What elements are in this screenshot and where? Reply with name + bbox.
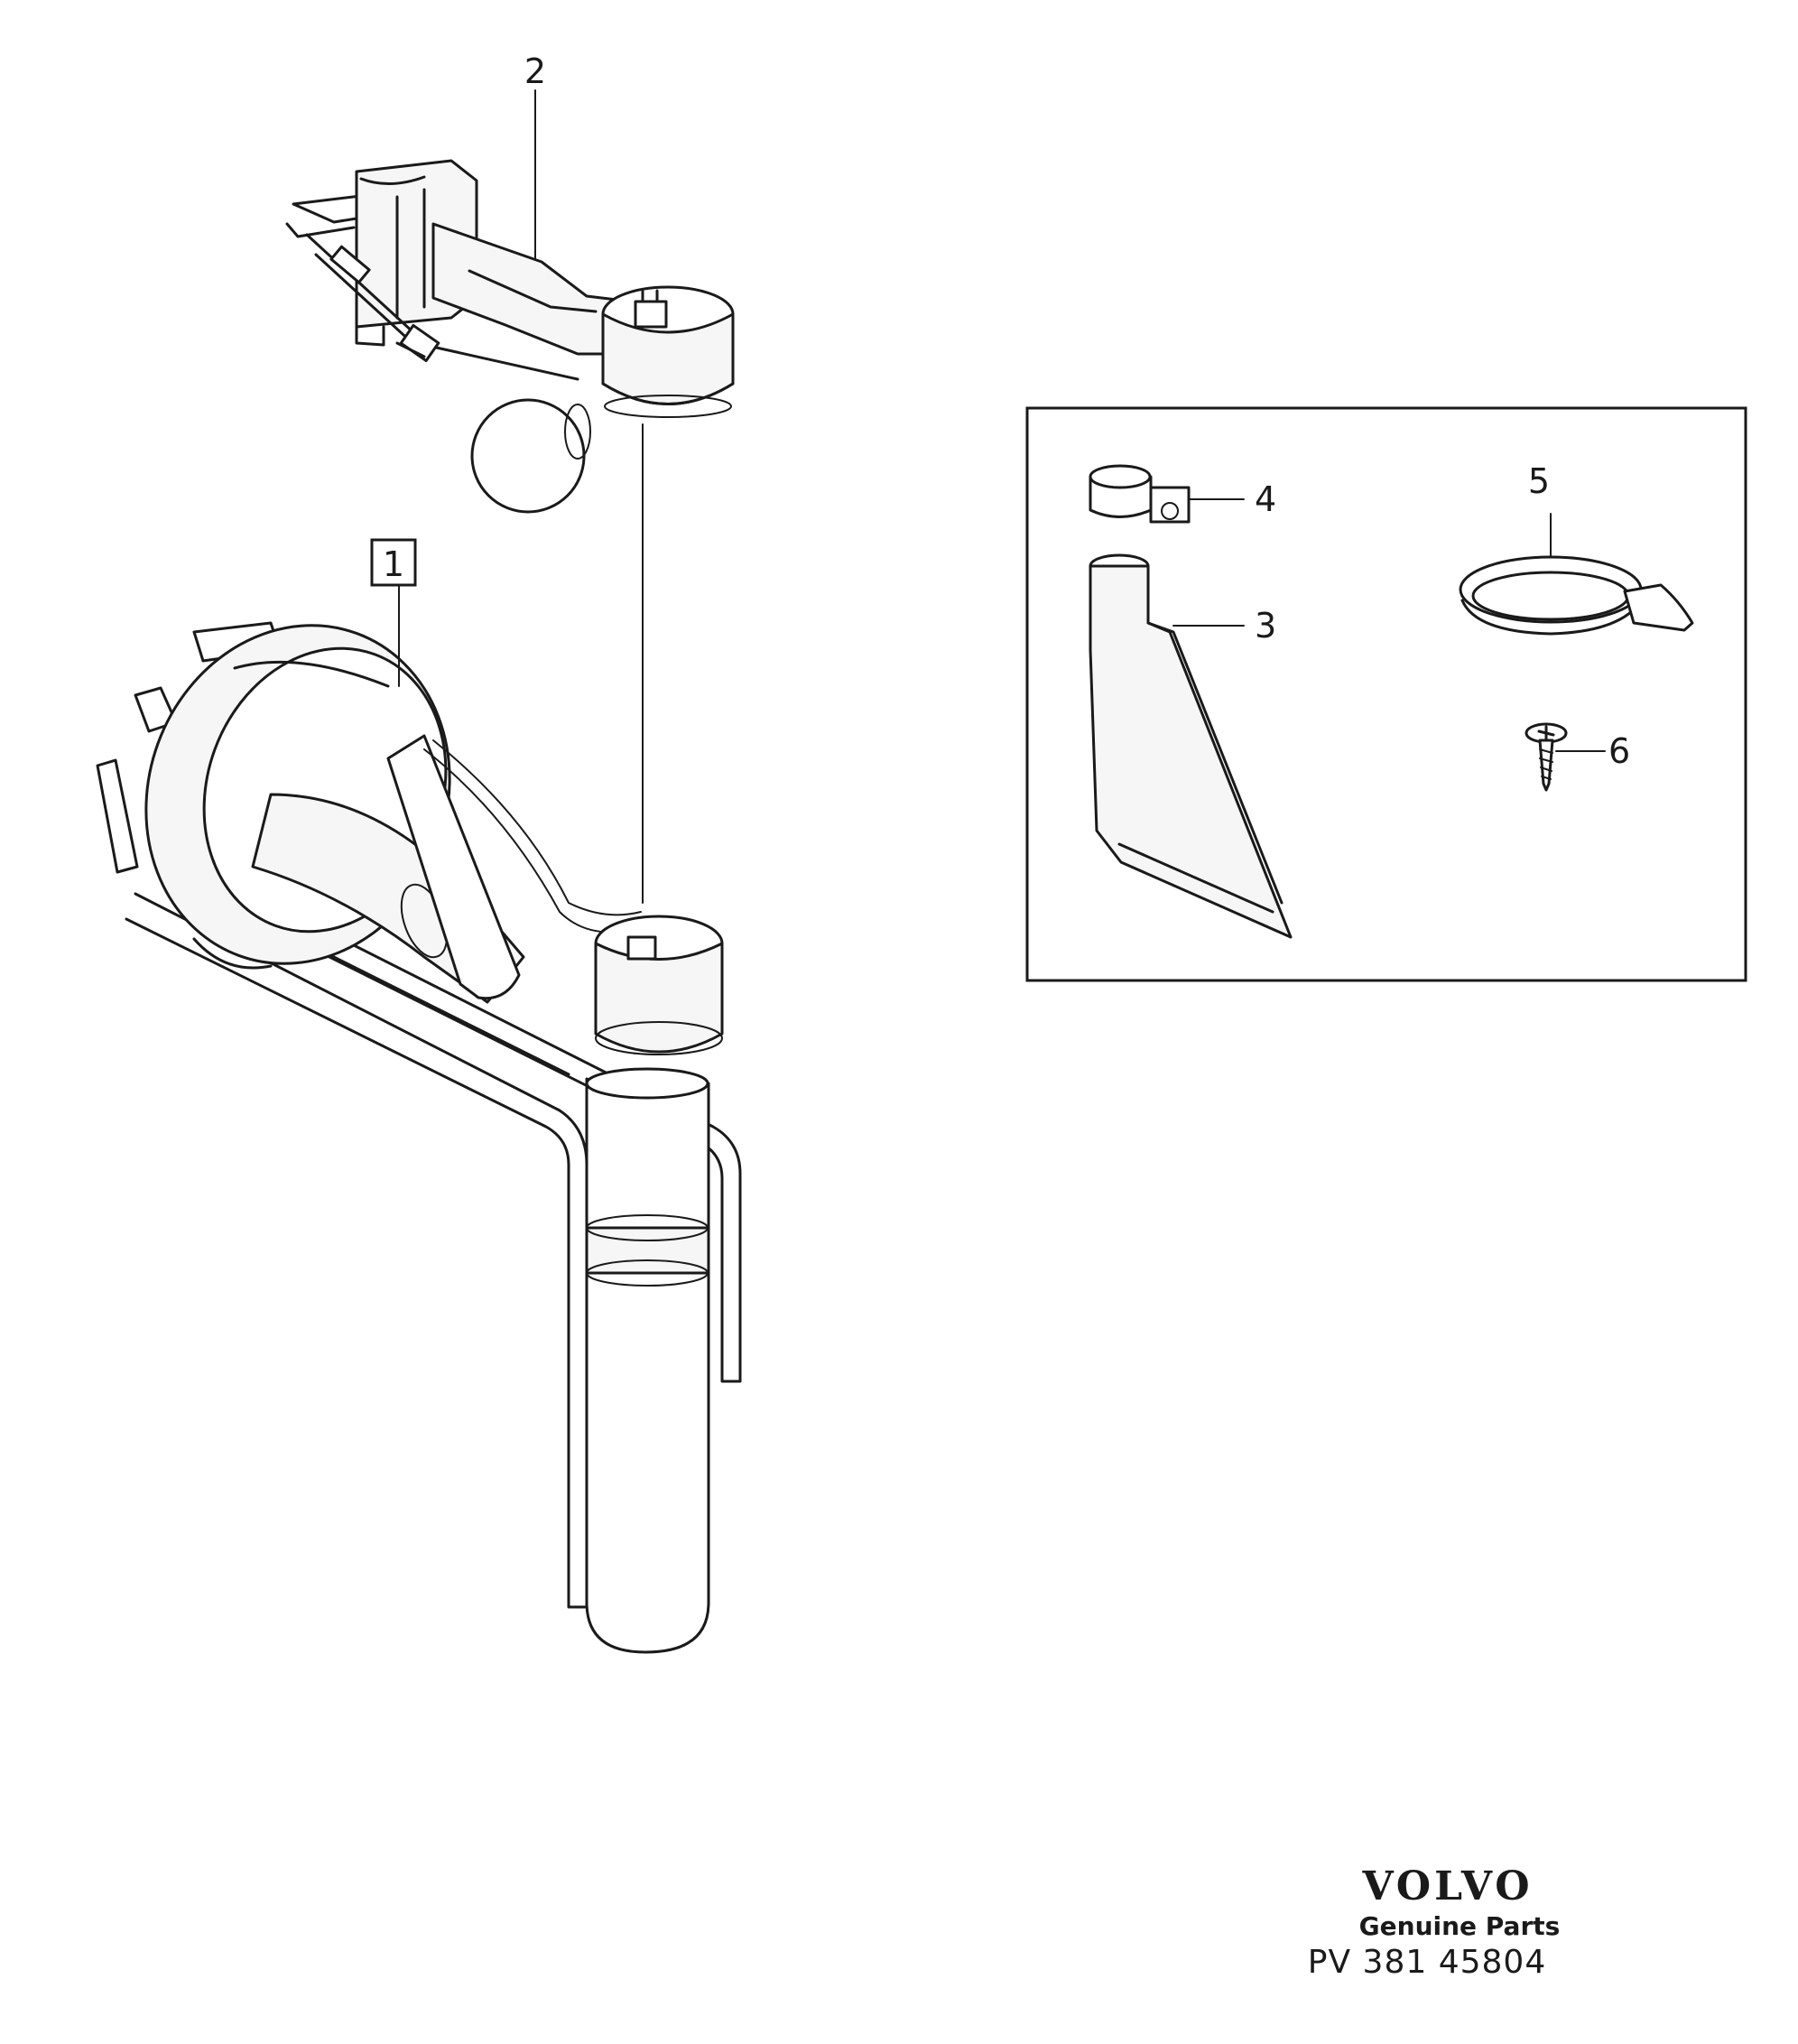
callout-5: 5 xyxy=(1528,461,1550,501)
hose-clamp-drawing xyxy=(1089,464,1245,524)
sender-unit-drawing xyxy=(285,159,735,514)
inset-frame xyxy=(1025,406,1747,982)
genuine-parts-label: Genuine Parts xyxy=(1359,1911,1561,1941)
screw-drawing xyxy=(1525,722,1606,792)
callout-2: 2 xyxy=(524,51,546,91)
baffle-drawing xyxy=(1089,553,1293,939)
callout-1-box xyxy=(370,538,417,587)
volvo-logo: VOLVO xyxy=(1361,1863,1533,1909)
callout-1: 1 xyxy=(383,544,404,584)
callout-6: 6 xyxy=(1608,731,1630,771)
pump-assembly-drawing xyxy=(96,621,742,1654)
band-clamp-drawing xyxy=(1459,513,1694,636)
callout-3: 3 xyxy=(1255,606,1276,646)
part-reference-number: PV 381 45804 xyxy=(1308,1944,1546,1981)
callout-4: 4 xyxy=(1255,479,1276,519)
